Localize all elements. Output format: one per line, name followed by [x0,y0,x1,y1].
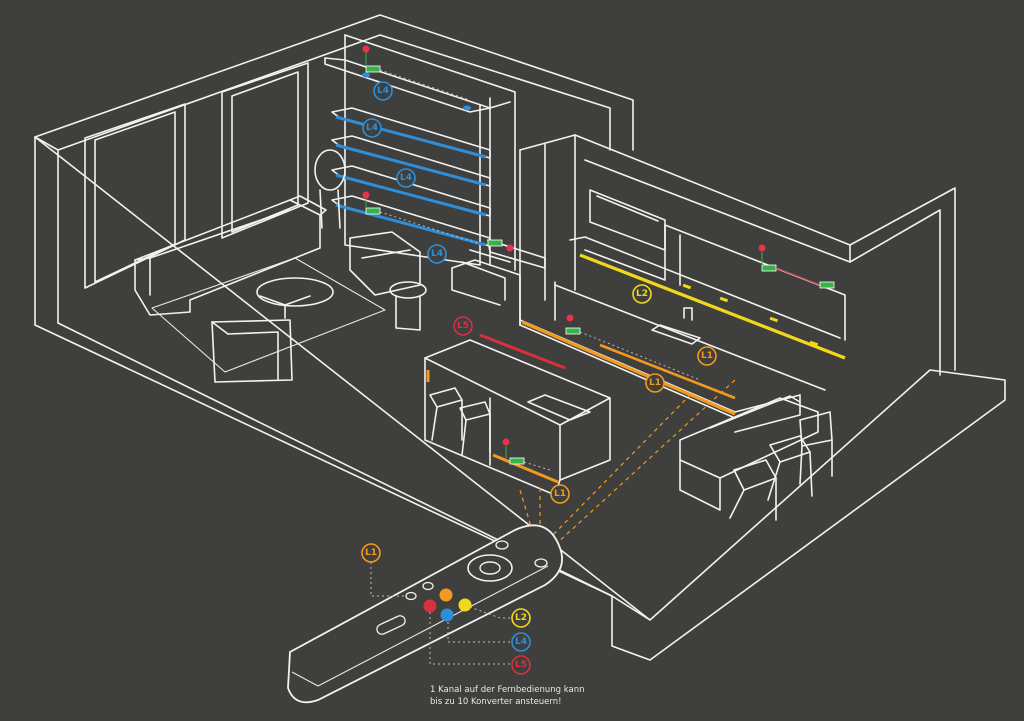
channel-badges: L4 L4 L4 L4 L2 L1 L1 L1 L5 L1 L2 L4 L5 [361,81,717,675]
svg-text:L1: L1 [649,378,661,388]
remote-callouts [370,562,512,665]
converter-box-icon [758,244,835,289]
badge-l1-remote: L1 [361,543,381,563]
remote-control-icon [287,524,563,704]
badge-l4: L4 [396,168,416,188]
svg-text:L1: L1 [701,351,713,361]
badge-l4: L4 [427,244,447,264]
svg-text:L5: L5 [457,321,469,331]
svg-text:L2: L2 [515,613,527,623]
svg-text:L2: L2 [636,289,648,299]
sensor-pin-icon [758,244,766,252]
svg-text:L5: L5 [515,660,527,670]
kitchen-counter [519,253,846,433]
badge-l1: L1 [550,484,570,504]
remote-caption: 1 Kanal auf der Fernbedienung kann bis z… [430,684,660,708]
caption-line-2: bis zu 10 Konverter ansteuern! [430,697,562,707]
converter-box-icon [362,191,381,215]
bar-counter [679,395,833,521]
badge-l2-remote: L2 [511,608,531,628]
svg-text:L4: L4 [431,249,443,259]
svg-text:L1: L1 [365,548,377,558]
badge-l1: L1 [645,373,665,393]
converters [362,45,835,471]
converter-box-icon [362,45,381,73]
sensor-pin-icon [362,191,370,199]
caption-line-1: 1 Kanal auf der Fernbedienung kann [430,685,585,695]
badge-l4: L4 [362,118,382,138]
svg-text:L4: L4 [377,86,389,96]
converter-box-icon [565,314,581,335]
sensor-pin-icon [362,45,370,53]
converter-box-icon [487,239,514,252]
living-area [134,149,427,383]
kitchen-island [424,333,611,496]
sensor-pin-icon [506,244,514,252]
kitchen-walls [519,134,956,376]
badge-l4-remote: L4 [511,632,531,652]
badge-l5-remote: L5 [511,655,531,675]
svg-text:L4: L4 [515,637,527,647]
sensor-pin-icon [502,438,510,446]
shelving-unit [324,34,516,271]
badge-l1: L1 [697,346,717,366]
badge-l4: L4 [373,81,393,101]
sensor-pin-icon [566,314,574,322]
svg-text:L4: L4 [400,173,412,183]
badge-l5: L5 [453,316,473,336]
svg-text:L4: L4 [366,123,378,133]
stairs [451,239,546,326]
converter-box-icon [502,438,525,465]
badge-l2: L2 [632,284,652,304]
left-wall [34,14,634,324]
svg-text:L1: L1 [554,489,566,499]
